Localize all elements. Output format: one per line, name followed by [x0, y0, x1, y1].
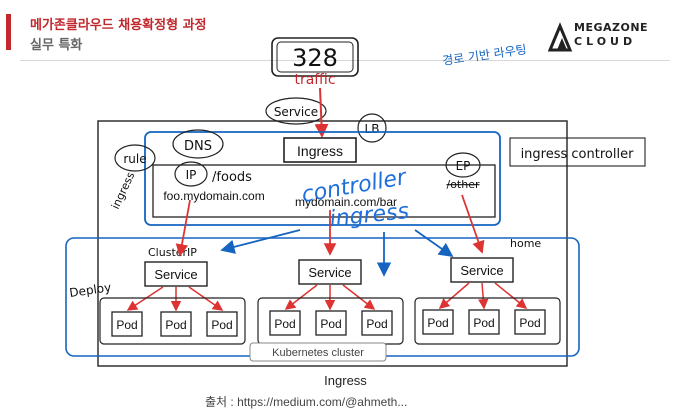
pod-group-right	[414, 297, 561, 345]
pod-group-left	[99, 297, 246, 345]
path-other-text: /other	[446, 178, 479, 191]
ep-text: EP	[456, 159, 471, 173]
pod-4: Pod	[269, 310, 301, 336]
pod-label: Pod	[165, 318, 186, 332]
pod-7: Pod	[422, 309, 454, 335]
deploy-text: Deploy	[68, 280, 112, 300]
pod-label: Pod	[211, 318, 232, 332]
lb-text: LB	[365, 122, 380, 136]
ingress-box-label: Ingress	[297, 143, 343, 159]
pod-6: Pod	[361, 310, 393, 336]
megazone-logo-icon	[548, 22, 573, 52]
pod-8: Pod	[468, 309, 500, 335]
diagram-caption: Ingress	[324, 373, 367, 388]
cluster-label-text: Kubernetes cluster	[272, 347, 364, 359]
ingress-side-text: ingress	[109, 170, 138, 212]
service-bubble-text: Service	[274, 105, 318, 119]
ingress-controller-box	[509, 137, 646, 167]
cluster-label-box	[249, 342, 387, 362]
ingress-controller-text: ingress controller	[521, 147, 635, 162]
path-foods-text: /foods	[212, 170, 252, 185]
service-middle: Service	[298, 259, 362, 285]
pod-label: Pod	[274, 317, 295, 331]
traffic-box	[271, 37, 359, 77]
service-label: Service	[460, 263, 503, 278]
pod-3: Pod	[206, 311, 238, 337]
traffic-count-text: 328	[292, 44, 338, 72]
deploy-outline	[65, 237, 580, 357]
service-right: Service	[450, 257, 514, 283]
lb-bubble	[357, 113, 387, 143]
clusterip-text: ClusterIP	[148, 246, 197, 259]
pod-2: Pod	[160, 311, 192, 337]
pod-9: Pod	[514, 309, 546, 335]
dns-bubble	[172, 129, 224, 159]
dns-text: DNS	[184, 139, 212, 154]
slide-title: 메가존클라우드 채용확정형 과정	[30, 18, 207, 33]
pod-label: Pod	[320, 317, 341, 331]
source-text: 출처 : https://medium.com/@ahmeth...	[205, 395, 408, 409]
header-divider	[20, 60, 670, 61]
pod-label: Pod	[519, 316, 540, 330]
pod-5: Pod	[315, 310, 347, 336]
service-label: Service	[154, 267, 197, 282]
host-band	[152, 164, 496, 218]
slide-subtitle: 실무 특화	[30, 38, 83, 53]
pod-1: Pod	[111, 311, 143, 337]
controller-outline	[144, 131, 501, 226]
cluster-outline	[97, 120, 568, 367]
service-left: Service	[144, 261, 208, 287]
ip-bubble	[174, 161, 208, 187]
home-text: home	[510, 237, 541, 250]
korean-note-text: 경로 기반 라우팅	[441, 42, 527, 68]
traffic-text: traffic	[294, 72, 335, 88]
service-bubble	[265, 97, 327, 125]
host-left-text: foo.mydomain.com	[163, 189, 264, 203]
header-accent-bar	[6, 14, 11, 50]
pod-label: Pod	[116, 318, 137, 332]
pod-label: Pod	[473, 316, 494, 330]
ingress-box	[283, 137, 357, 163]
ip-text: IP	[186, 168, 197, 182]
pod-label: Pod	[427, 316, 448, 330]
logo-text-bottom: CLOUD	[574, 35, 637, 48]
rule-text: rule	[123, 152, 146, 166]
ep-bubble	[445, 152, 481, 178]
pod-label: Pod	[366, 317, 387, 331]
host-right-text: mydomain.com/bar	[295, 195, 397, 209]
service-label: Service	[308, 265, 351, 280]
logo-text-top: MEGAZONE	[574, 21, 649, 34]
rule-bubble	[114, 144, 156, 172]
